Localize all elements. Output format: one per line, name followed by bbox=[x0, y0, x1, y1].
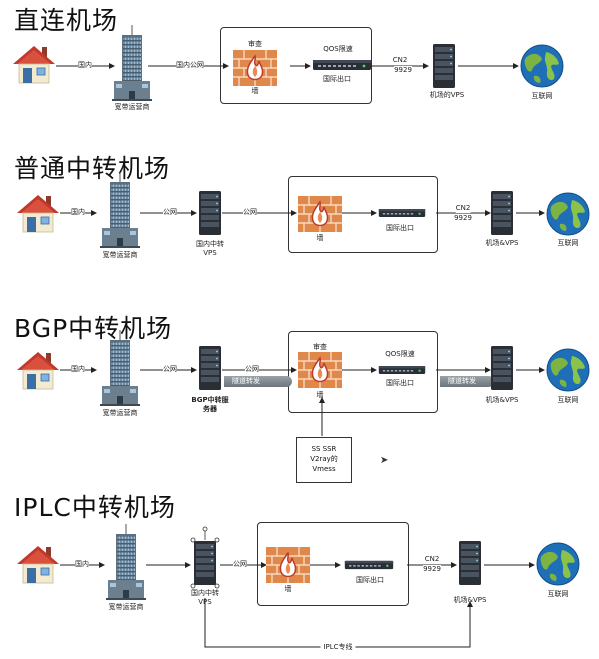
internet-label: 互联网 bbox=[557, 239, 579, 247]
cn2-label: CN2 bbox=[392, 56, 408, 65]
section1-title: 直连机场 bbox=[14, 6, 119, 35]
wall-label: 墙 bbox=[316, 234, 324, 242]
bgp-relay-label-2: 务器 bbox=[203, 405, 217, 413]
exit-label: 国际出口 bbox=[356, 576, 384, 584]
mouse-pointer-icon: ➤ bbox=[380, 455, 389, 466]
link-label-domestic: 国内 bbox=[78, 61, 92, 70]
wall-label: 墙 bbox=[251, 87, 259, 95]
relay-label-vps: VPS bbox=[203, 249, 217, 257]
firewall-icon bbox=[266, 547, 310, 583]
internet-globe-icon bbox=[536, 542, 580, 586]
protocol-line-3: Vmess bbox=[312, 465, 336, 473]
protocol-line-2: V2ray的 bbox=[310, 455, 338, 463]
link-label-public: 公网 bbox=[163, 365, 177, 374]
qos-label: QOS限速 bbox=[323, 45, 353, 53]
isp-label: 宽带运营商 bbox=[108, 603, 144, 611]
link-label-public: 公网 bbox=[245, 365, 259, 374]
exit-label: 国际出口 bbox=[323, 75, 351, 83]
cn2-label: CN2 bbox=[424, 555, 440, 564]
audit-label: 审查 bbox=[248, 40, 262, 48]
cn2-number-label: 9929 bbox=[394, 66, 412, 75]
relay-label: 国内中转 bbox=[191, 589, 219, 597]
vps-server-icon bbox=[458, 540, 482, 586]
cn2-number-label: 9929 bbox=[423, 565, 441, 574]
exit-label: 国际出口 bbox=[386, 379, 414, 387]
exit-label: 国际出口 bbox=[386, 224, 414, 232]
isp-label: 宽带运营商 bbox=[102, 409, 138, 417]
link-label-public: 公网 bbox=[163, 208, 177, 217]
vps-label: 机场的VPS bbox=[429, 91, 465, 99]
wall-label: 墙 bbox=[316, 391, 324, 399]
internet-label: 互联网 bbox=[547, 590, 569, 598]
section2-title: 普通中转机场 bbox=[14, 154, 171, 183]
relay-label: 国内中转 bbox=[196, 240, 224, 248]
protocol-box: SS SSR V2ray的 Vmess bbox=[296, 437, 352, 483]
link-label-public: 公网 bbox=[243, 208, 257, 217]
tunnel-forward-bar: 隧道转发 bbox=[224, 376, 292, 387]
router-icon bbox=[344, 558, 394, 572]
internet-label: 互联网 bbox=[557, 396, 579, 404]
link-label-domestic-public: 国内公网 bbox=[176, 61, 204, 70]
vps-label: 机场&VPS bbox=[453, 596, 487, 604]
vps-label: 机场&VPS bbox=[485, 396, 519, 404]
iplc-line-label: IPLC专线 bbox=[320, 643, 356, 652]
link-label-domestic: 国内 bbox=[71, 365, 85, 374]
protocol-line-1: SS SSR bbox=[311, 445, 337, 453]
isp-label: 宽带运营商 bbox=[114, 103, 150, 111]
link-label-domestic: 国内 bbox=[71, 208, 85, 217]
isp-label: 宽带运营商 bbox=[102, 251, 138, 259]
wall-label: 墙 bbox=[284, 585, 292, 593]
internet-label: 互联网 bbox=[531, 92, 553, 100]
bgp-relay-label: BGP中转服 bbox=[191, 396, 229, 404]
vps-label: 机场&VPS bbox=[485, 239, 519, 247]
relay-label-vps: VPS bbox=[198, 598, 212, 606]
section4-title: IPLC中转机场 bbox=[14, 493, 176, 522]
tunnel-forward-bar: 隧道转发 bbox=[440, 376, 494, 387]
audit-label: 审查 bbox=[313, 343, 327, 351]
cn2-label: CN2 bbox=[455, 204, 471, 213]
cn2-number-label: 9929 bbox=[454, 214, 472, 223]
link-label-public: 公网 bbox=[233, 560, 247, 569]
section3-title: BGP中转机场 bbox=[14, 314, 173, 343]
link-label-domestic: 国内 bbox=[75, 560, 89, 569]
qos-label: QOS限速 bbox=[385, 350, 415, 358]
